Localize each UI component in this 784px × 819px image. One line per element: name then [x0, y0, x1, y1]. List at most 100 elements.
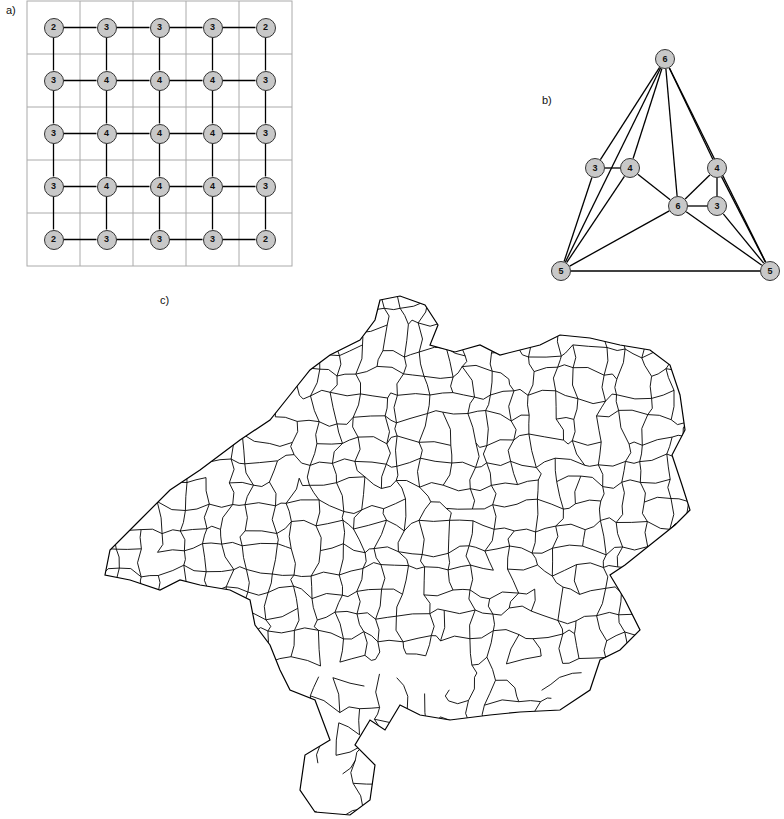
- degree-node: 2: [44, 230, 64, 250]
- graph-edge: [64, 133, 97, 134]
- degree-node: 3: [203, 230, 223, 250]
- graph-edge: [170, 80, 203, 81]
- degree-number: 3: [263, 129, 268, 138]
- degree-node: 3: [707, 196, 727, 216]
- graph-edge: [106, 91, 107, 124]
- degree-number: 4: [104, 182, 109, 191]
- graph-edge: [716, 178, 717, 196]
- degree-node: 4: [150, 124, 170, 144]
- degree-node: 2: [256, 230, 276, 250]
- graph-edge: [669, 68, 712, 159]
- degree-node: 4: [150, 71, 170, 91]
- degree-node: 3: [44, 71, 64, 91]
- graph-edge: [117, 80, 150, 81]
- degree-node: 3: [585, 158, 605, 178]
- degree-node: 3: [44, 124, 64, 144]
- graph-edge: [53, 38, 54, 71]
- graph-edge: [686, 212, 762, 265]
- degree-number: 4: [104, 76, 109, 85]
- degree-number: 4: [157, 182, 162, 191]
- graph-edge: [159, 38, 160, 71]
- graph-edge: [53, 91, 54, 124]
- graph-edge: [170, 239, 203, 240]
- graph-edge: [212, 144, 213, 177]
- graph-edge: [567, 176, 625, 262]
- degree-node: 5: [760, 261, 780, 281]
- degree-node: 6: [655, 49, 675, 69]
- graph-edge: [117, 239, 150, 240]
- municipality-border: [90, 276, 720, 819]
- degree-number: 4: [210, 182, 215, 191]
- degree-node: 4: [150, 177, 170, 197]
- graph-edge: [633, 69, 662, 159]
- degree-node: 2: [44, 18, 64, 38]
- graph-edge: [64, 239, 97, 240]
- degree-node: 4: [203, 71, 223, 91]
- degree-number: 5: [558, 267, 563, 276]
- degree-node: 4: [203, 177, 223, 197]
- degree-number: 3: [714, 202, 719, 211]
- graph-edge: [106, 38, 107, 71]
- graph-edge: [117, 186, 150, 187]
- graph-edge: [223, 27, 256, 28]
- degree-number: 3: [210, 235, 215, 244]
- degree-node: 2: [256, 18, 276, 38]
- degree-node: 3: [44, 177, 64, 197]
- graph-edge: [265, 91, 266, 124]
- graph-edge: [265, 38, 266, 71]
- degree-number: 6: [675, 202, 680, 211]
- graph-edge: [53, 144, 54, 177]
- graph-edge: [666, 69, 677, 196]
- degree-number: 4: [714, 164, 719, 173]
- graph-edge: [170, 27, 203, 28]
- graph-edge: [565, 68, 660, 262]
- graph-edge: [685, 175, 710, 199]
- degree-number: 4: [157, 129, 162, 138]
- region-outline: [105, 296, 690, 815]
- degree-node: 6: [668, 196, 688, 216]
- degree-number: 4: [210, 76, 215, 85]
- degree-number: 3: [51, 76, 56, 85]
- degree-number: 2: [51, 235, 56, 244]
- degree-node: 3: [256, 124, 276, 144]
- degree-number: 3: [592, 164, 597, 173]
- degree-node: 3: [150, 18, 170, 38]
- degree-number: 6: [662, 55, 667, 64]
- graph-edge: [571, 270, 760, 271]
- graph-edge: [570, 211, 670, 266]
- graph-edge: [117, 27, 150, 28]
- degree-number: 3: [210, 23, 215, 32]
- degree-number: 2: [51, 23, 56, 32]
- graph-edge: [170, 133, 203, 134]
- degree-node: 4: [707, 158, 727, 178]
- graph-edge: [688, 205, 707, 206]
- graph-edge: [669, 68, 765, 262]
- degree-number: 3: [263, 182, 268, 191]
- graph-edge: [265, 144, 266, 177]
- degree-node: 3: [150, 230, 170, 250]
- graph-edge: [212, 91, 213, 124]
- graph-edge: [106, 144, 107, 177]
- degree-number: 3: [263, 76, 268, 85]
- graph-edge: [564, 178, 592, 262]
- degree-number: 3: [157, 235, 162, 244]
- degree-number: 4: [210, 129, 215, 138]
- municipality-borders: [90, 276, 720, 819]
- graph-edge: [265, 197, 266, 230]
- degree-number: 3: [157, 23, 162, 32]
- panel-label: c): [160, 294, 169, 306]
- graph-edge: [223, 133, 256, 134]
- graph-edge: [638, 174, 670, 200]
- degree-number: 3: [104, 23, 109, 32]
- graph-edge: [64, 186, 97, 187]
- degree-node: 3: [256, 71, 276, 91]
- panel-label: a): [6, 4, 16, 16]
- degree-node: 4: [97, 124, 117, 144]
- graph-edge: [159, 197, 160, 230]
- graph-edge: [223, 239, 256, 240]
- degree-node: 3: [256, 177, 276, 197]
- graph-edge: [170, 186, 203, 187]
